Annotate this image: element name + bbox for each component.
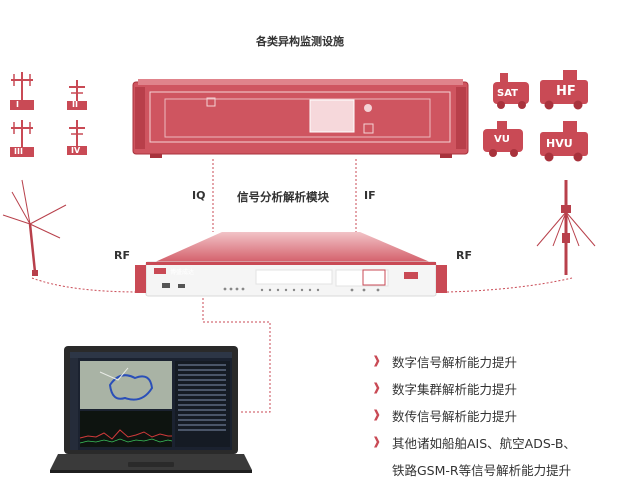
feature-item: ❱数字信号解析能力提升 bbox=[372, 354, 518, 370]
antenna-label-4: IV bbox=[71, 146, 81, 155]
iq-label: IQ bbox=[192, 189, 206, 202]
vehicle-label-vu: VU bbox=[494, 134, 510, 145]
rf-left-label: RF bbox=[114, 249, 130, 262]
if-label: IF bbox=[364, 189, 376, 202]
vehicle-label-hvu: HVU bbox=[546, 137, 573, 150]
antenna-label-2: II bbox=[72, 100, 78, 109]
module-label: 信号分析解析模块 bbox=[237, 190, 329, 204]
monitoring-rack-device bbox=[132, 79, 469, 158]
whip-antenna-left bbox=[2, 179, 67, 276]
antenna-group bbox=[10, 72, 87, 157]
device-brand: 博盛成达 bbox=[170, 269, 195, 276]
feature-item: ❱数字集群解析能力提升 bbox=[372, 381, 518, 397]
vehicle-label-hf: HF bbox=[556, 84, 576, 99]
feature-list: ❱数字信号解析能力提升 ❱数字集群解析能力提升 ❱数传信号解析能力提升 ❱其他诸… bbox=[372, 352, 613, 487]
feature-item: ❱其他诸如船舶AIS、航空ADS-B、 bbox=[372, 435, 576, 451]
signal-analysis-device bbox=[135, 232, 447, 297]
feature-item: ❱数传信号解析能力提升 bbox=[372, 408, 518, 424]
laptop bbox=[50, 346, 252, 473]
antenna-label-1: I bbox=[16, 100, 19, 109]
rf-right-label: RF bbox=[456, 249, 472, 262]
vehicle-group bbox=[483, 70, 588, 162]
vehicle-label-sat: SAT bbox=[497, 88, 518, 99]
antenna-label-3: III bbox=[14, 147, 23, 156]
diagram-title: 各类异构监测设施 bbox=[256, 35, 344, 48]
feature-item: 铁路GSM-R等信号解析能力提升 bbox=[392, 463, 572, 478]
discone-antenna-right bbox=[536, 180, 596, 275]
